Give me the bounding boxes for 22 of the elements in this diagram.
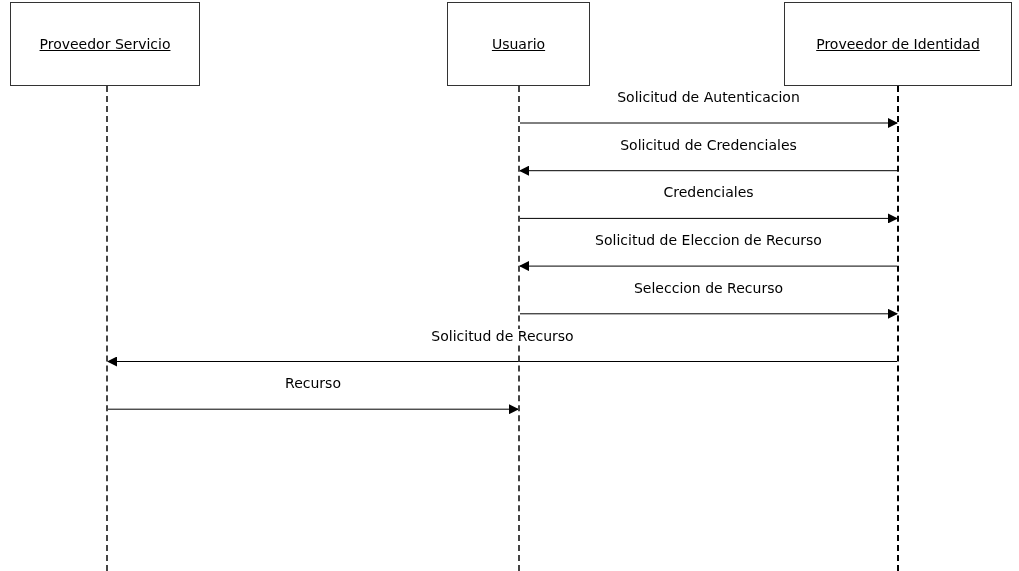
participant-box <box>447 2 590 86</box>
message-label: Seleccion de Recurso <box>632 280 785 295</box>
message-label: Recurso <box>283 376 343 391</box>
lifeline <box>106 86 108 571</box>
participant-name: Proveedor Servicio <box>39 34 171 54</box>
message-arrow <box>519 118 898 128</box>
message-label: Credenciales <box>661 185 756 200</box>
message-label: Solicitud de Eleccion de Recurso <box>593 233 824 248</box>
message-arrow <box>519 213 898 224</box>
message-arrow <box>519 165 898 176</box>
participant-name: Proveedor de Identidad <box>816 34 980 54</box>
message-label: Solicitud de Recurso <box>429 328 576 343</box>
message-label: Solicitud de Autenticacion <box>615 90 802 104</box>
participant-box <box>784 2 1012 86</box>
participant-box <box>10 2 200 86</box>
message-arrow <box>519 308 898 319</box>
message-arrow <box>107 356 898 367</box>
message-label: Solicitud de Credenciales <box>618 137 799 152</box>
message-arrow <box>519 261 898 272</box>
participant-name: Usuario <box>491 34 546 54</box>
lifeline <box>897 86 899 571</box>
message-arrow <box>107 404 519 415</box>
